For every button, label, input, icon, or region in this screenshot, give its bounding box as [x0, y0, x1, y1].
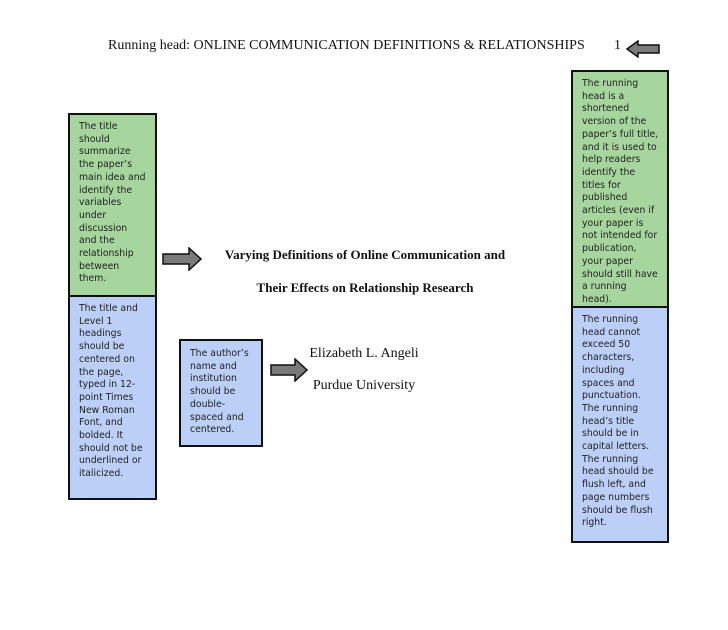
- author-institution: Purdue University: [312, 378, 416, 393]
- note-author-institution: The author’s name and institution should…: [179, 339, 263, 447]
- paper-title-line-1: Varying Definitions of Online Communicat…: [224, 247, 506, 262]
- note-text: The running head cannot exceed 50 charac…: [582, 314, 654, 529]
- note-title-purpose: The title should summarize the paper’s m…: [68, 113, 157, 297]
- author-name: Elizabeth L. Angeli: [309, 346, 419, 361]
- note-text: The running head is a shortened version …: [582, 78, 659, 305]
- arrow-right-icon: [162, 247, 202, 271]
- page-number: 1: [614, 38, 621, 53]
- note-running-head-rules: The running head cannot exceed 50 charac…: [571, 306, 669, 543]
- note-text: The title should summarize the paper’s m…: [79, 121, 146, 285]
- arrow-right-icon: [270, 358, 308, 382]
- note-title-formatting: The title and Level 1 headings should be…: [68, 295, 157, 500]
- note-running-head-definition: The running head is a shortened version …: [571, 70, 669, 308]
- arrow-left-icon: [626, 40, 660, 58]
- running-head: Running head: ONLINE COMMUNICATION DEFIN…: [108, 38, 585, 53]
- note-text: The title and Level 1 headings should be…: [79, 303, 143, 480]
- note-text: The author’s name and institution should…: [190, 348, 249, 436]
- paper-title-line-2: Their Effects on Relationship Research: [256, 280, 474, 295]
